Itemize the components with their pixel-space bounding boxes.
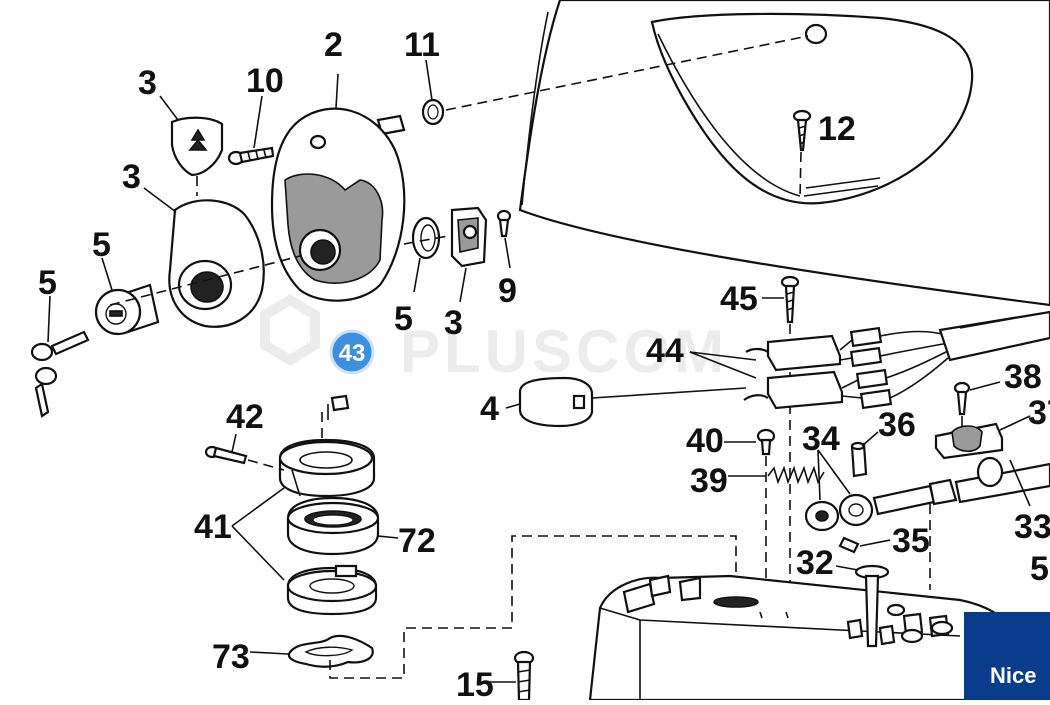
lever-32 (835, 504, 931, 648)
micro-switches-44 (689, 334, 844, 410)
brand-text: Nice (990, 663, 1036, 688)
callout-35: 35 (892, 522, 930, 560)
callout-36: 36 (878, 406, 916, 444)
callout-3-top: 3 (138, 64, 157, 102)
wave-washer-73 (249, 634, 374, 668)
callout-38: 38 (1004, 358, 1042, 396)
brand-corner: Nice (964, 612, 1050, 700)
callout-73: 73 (212, 638, 250, 676)
keys-5 (30, 295, 90, 418)
callout-3-bracket: 3 (444, 304, 463, 342)
cover-part (518, 0, 1050, 307)
wire-connectors (839, 310, 1050, 410)
clamp-ring-41-upper (278, 438, 376, 498)
callout-42: 42 (226, 398, 264, 436)
highlight-badge-43: 43 (329, 329, 375, 375)
callout-40: 40 (686, 422, 724, 460)
pin-36 (850, 431, 879, 478)
screw-15 (488, 650, 535, 702)
callout-9: 9 (498, 272, 517, 310)
callout-45: 45 (720, 280, 758, 318)
housing-part-2 (270, 73, 406, 302)
screw-9 (496, 209, 512, 269)
highlight-badge-text: 43 (339, 340, 366, 367)
screw-42 (204, 433, 285, 471)
callout-3-cover: 3 (122, 158, 141, 196)
callout-5-edge: 5 (1030, 550, 1049, 588)
callout-41: 41 (194, 508, 232, 546)
cap-part-3-top (159, 95, 224, 196)
leader-41-a (231, 487, 285, 527)
callout-5-keys: 5 (38, 264, 57, 302)
shaft-33 (872, 456, 1050, 516)
clamp-37 (934, 415, 1031, 460)
bearing-72 (286, 496, 399, 556)
callout-39: 39 (690, 462, 728, 500)
callout-labels: 2 11 3 10 3 5 5 12 5 9 3 45 44 4 38 37 4… (38, 26, 1050, 704)
screw-45 (762, 275, 800, 616)
callout-11: 11 (404, 26, 440, 64)
callout-37: 37 (1028, 394, 1050, 432)
base-housing (588, 574, 1042, 702)
watermark: PLUSCOM (260, 294, 728, 385)
callout-44: 44 (646, 332, 684, 370)
cams-34 (804, 449, 874, 532)
callout-33: 33 (1014, 508, 1050, 546)
brand-box (964, 612, 1050, 700)
screw-12 (792, 109, 812, 199)
screw-10 (227, 95, 275, 166)
axis-line-lock (109, 255, 301, 306)
callout-2: 2 (324, 26, 343, 64)
watermark-text: PLUSCOM (400, 318, 728, 385)
clamp-ring-41-lower (286, 564, 378, 616)
bracket-part-3 (450, 206, 488, 303)
axis-line-washer (403, 235, 449, 245)
cap-part-4 (505, 376, 747, 428)
callout-12: 12 (818, 110, 856, 148)
screw-38 (953, 381, 1001, 430)
callout-5-washer: 5 (394, 300, 413, 338)
callout-15: 15 (456, 666, 494, 700)
callout-10: 10 (246, 62, 284, 100)
callout-4: 4 (480, 390, 499, 428)
grub-screw-35 (838, 536, 891, 554)
callout-5-cylinder: 5 (92, 226, 111, 264)
callout-72: 72 (398, 522, 436, 560)
spring-39 (728, 465, 825, 485)
lock-cylinder-5 (94, 257, 160, 336)
axis-line-base (329, 535, 737, 679)
callout-34: 34 (802, 420, 840, 458)
lock-cover-part-3 (143, 187, 265, 328)
leader-41-b (231, 525, 285, 581)
axis-line-top (445, 35, 809, 111)
washer-5 (411, 216, 441, 293)
callout-32: 32 (796, 544, 834, 582)
o-ring-11 (421, 59, 445, 126)
